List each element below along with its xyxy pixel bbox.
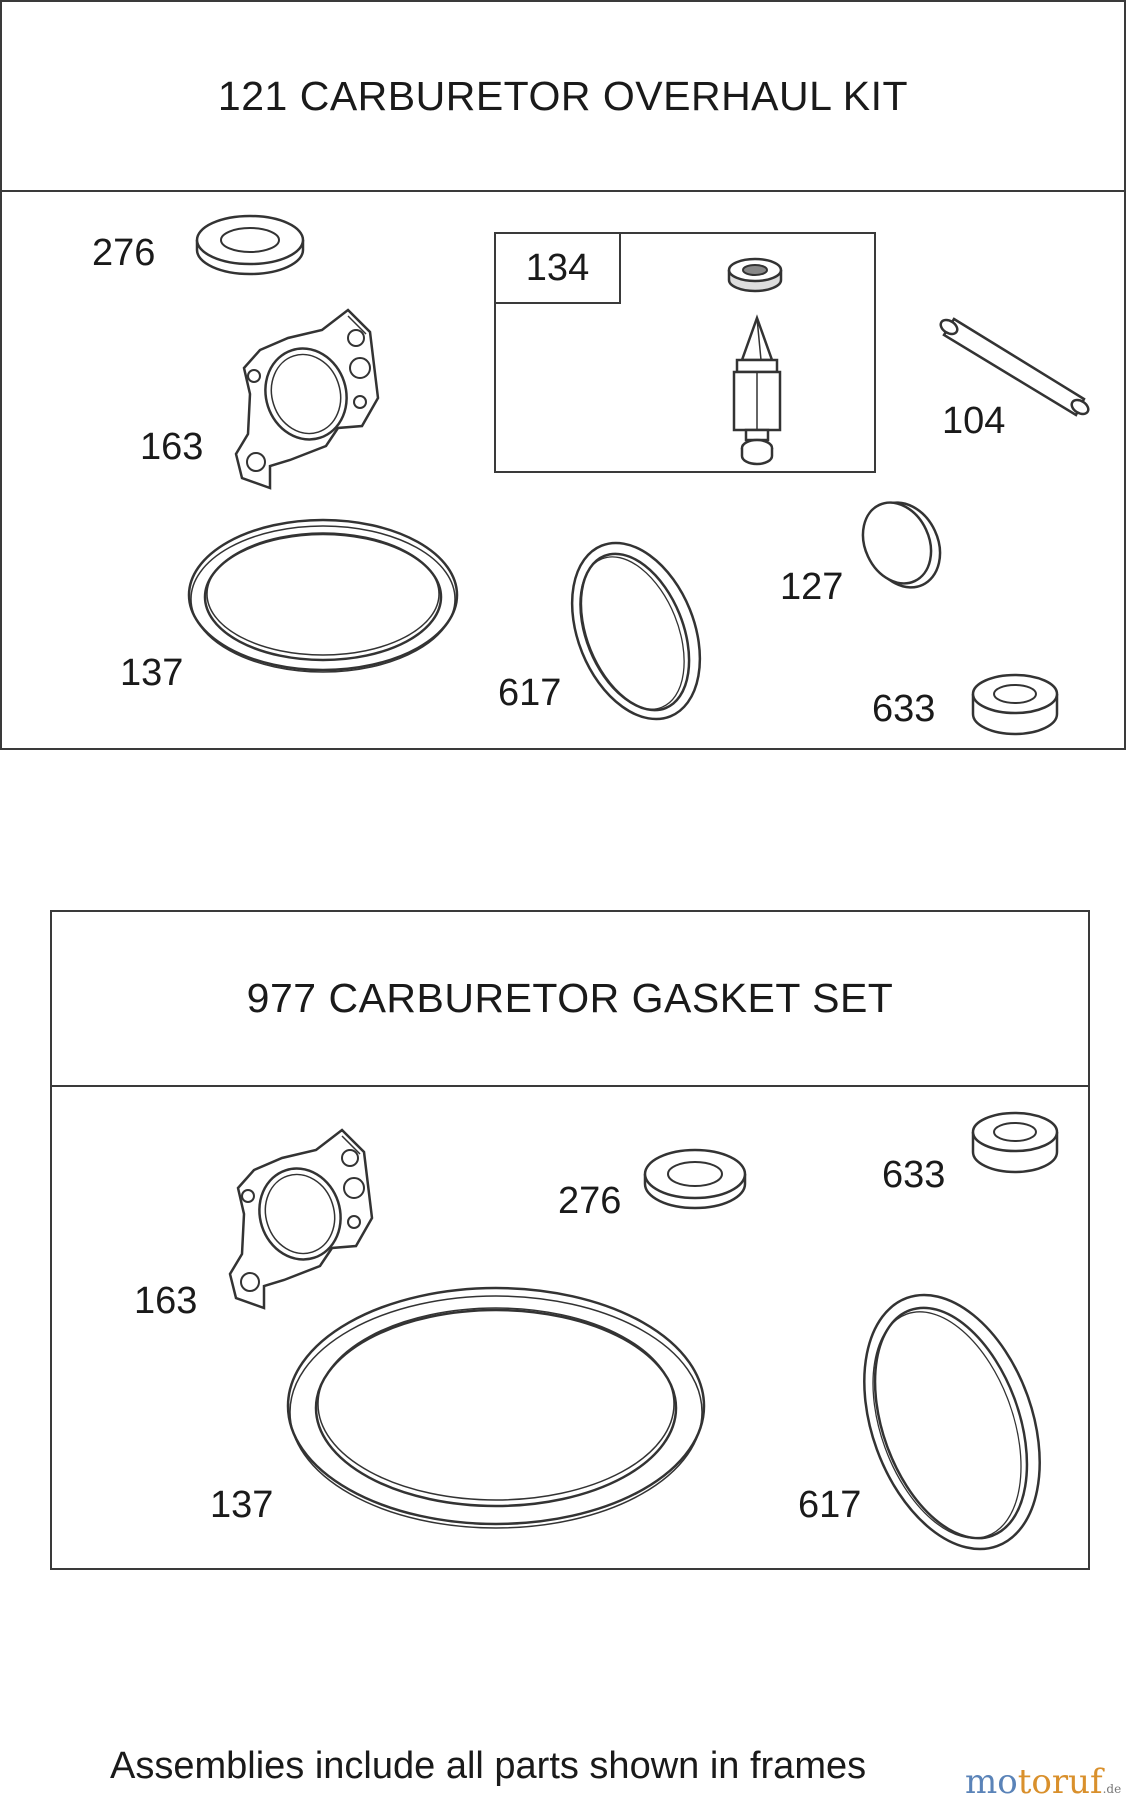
part-label-134: 134 bbox=[525, 246, 590, 289]
part-label-137: 137 bbox=[120, 652, 184, 694]
watermark-tld: .de bbox=[1102, 1782, 1122, 1796]
seal-633-drawing bbox=[970, 1110, 1060, 1176]
watermark-logo: motoruf.de bbox=[965, 1762, 1121, 1802]
part-label-276: 276 bbox=[558, 1180, 622, 1222]
watermark-brand-a: mo bbox=[965, 1762, 1018, 1802]
seal-633-drawing bbox=[970, 672, 1060, 738]
pin-104-drawing bbox=[936, 315, 1096, 425]
part-label-617: 617 bbox=[498, 672, 562, 714]
welch-plug-127-drawing bbox=[860, 496, 944, 592]
gasket-set-title: 977 CARBURETOR GASKET SET bbox=[52, 912, 1088, 1087]
overhaul-kit-title: 121 CARBURETOR OVERHAUL KIT bbox=[2, 2, 1124, 192]
part-label-633: 633 bbox=[882, 1154, 946, 1196]
part-label-276: 276 bbox=[92, 232, 156, 274]
gasket-set-frame: 977 CARBURETOR GASKET SET 163 276 633 13… bbox=[50, 910, 1090, 1570]
footer-note: Assemblies include all parts shown in fr… bbox=[110, 1745, 867, 1787]
gasket-137-drawing bbox=[186, 517, 460, 677]
inlet-needle-134-drawing bbox=[728, 316, 786, 466]
o-ring-617-drawing bbox=[852, 1287, 1052, 1557]
part-label-104: 104 bbox=[942, 400, 1006, 442]
seal-276-drawing bbox=[194, 210, 306, 280]
needle-seat-134-drawing bbox=[726, 256, 784, 294]
o-ring-617-drawing bbox=[560, 536, 712, 726]
part-label-633: 633 bbox=[872, 688, 936, 730]
part-label-617: 617 bbox=[798, 1484, 862, 1526]
part-label-127: 127 bbox=[780, 566, 844, 608]
part-label-163: 163 bbox=[134, 1280, 198, 1322]
overhaul-kit-frame: 121 CARBURETOR OVERHAUL KIT 276 163 134 bbox=[0, 0, 1126, 750]
gasket-163-drawing bbox=[230, 302, 390, 492]
inset-tag-134: 134 bbox=[496, 234, 621, 304]
gasket-137-drawing bbox=[284, 1284, 708, 1534]
inlet-needle-inset: 134 bbox=[494, 232, 876, 473]
seal-276-drawing bbox=[642, 1144, 754, 1214]
part-label-137: 137 bbox=[210, 1484, 274, 1526]
part-label-163: 163 bbox=[140, 426, 204, 468]
watermark-brand-b: toruf bbox=[1017, 1762, 1103, 1802]
gasket-163-drawing bbox=[224, 1122, 384, 1312]
